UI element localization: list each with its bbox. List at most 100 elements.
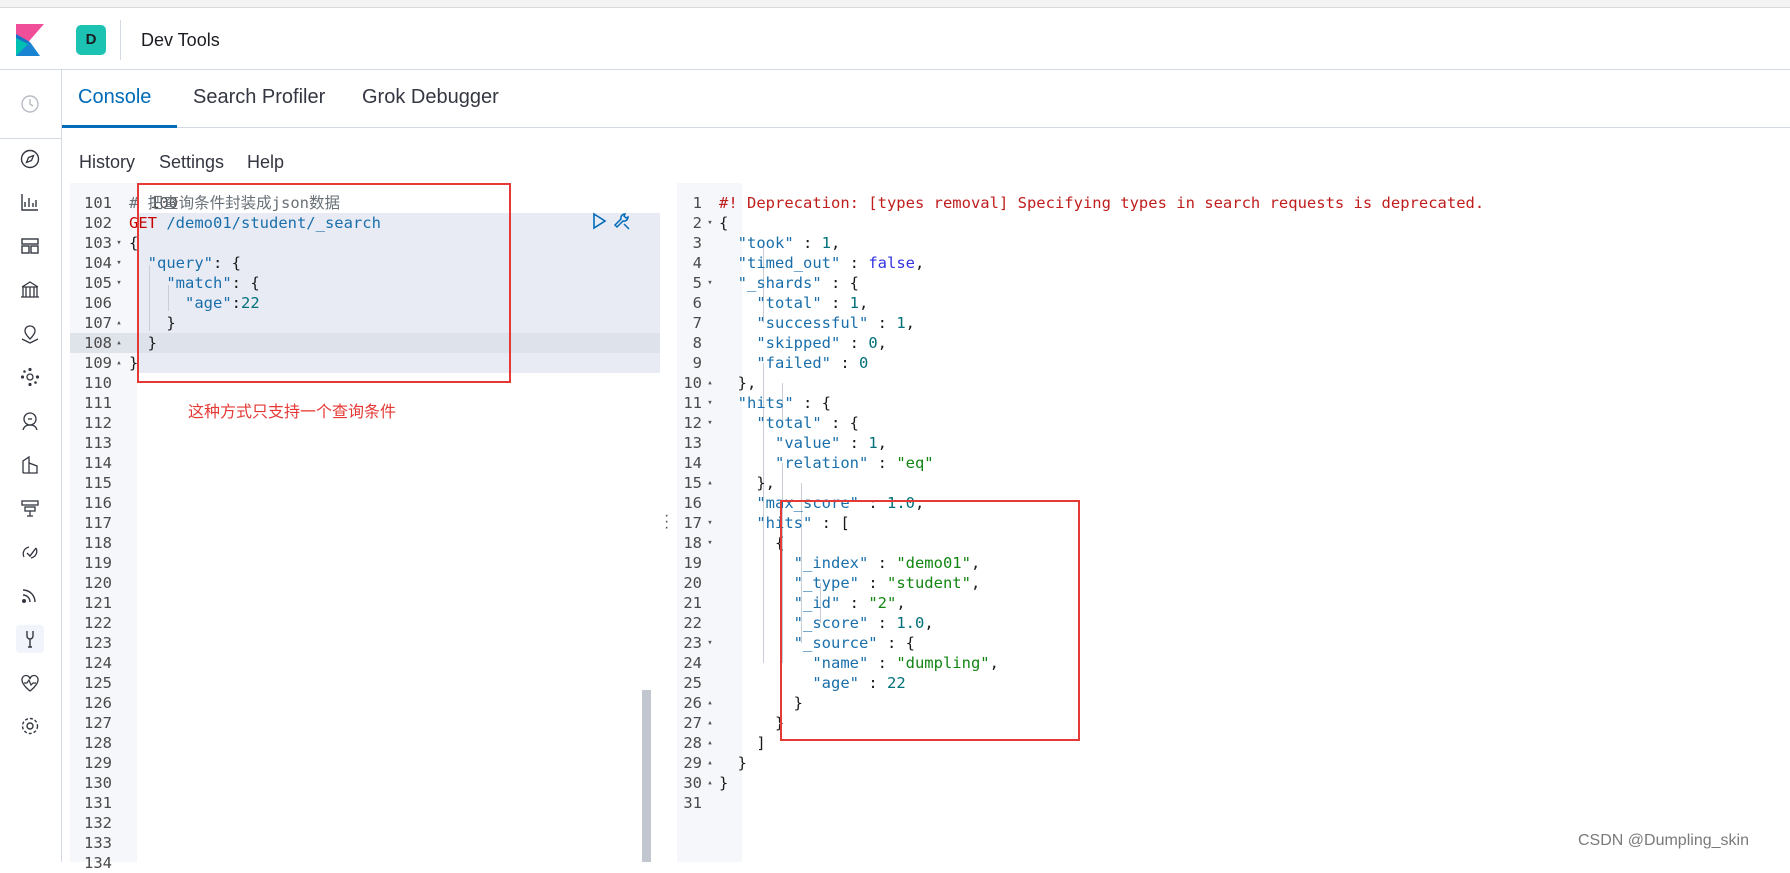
- line-number: 17: [683, 514, 702, 532]
- fold-open-icon[interactable]: ▾: [116, 238, 122, 248]
- fold-open-icon[interactable]: ▾: [116, 278, 122, 288]
- fold-open-icon[interactable]: ▾: [707, 518, 713, 528]
- code-token: ,: [905, 314, 915, 332]
- line-number: 30: [683, 774, 702, 792]
- line-number: 112: [84, 414, 112, 432]
- code-line: 31: [677, 793, 1790, 813]
- menu-history[interactable]: History: [79, 152, 136, 172]
- kibana-logo-icon[interactable]: [16, 24, 44, 56]
- code-line: 28▴ ]: [677, 733, 1790, 753]
- code-token: 0: [858, 354, 869, 372]
- code-line: 133: [70, 833, 660, 853]
- clock-icon[interactable]: [16, 90, 44, 118]
- code-line: 112: [70, 413, 660, 433]
- code-token: :: [868, 454, 897, 472]
- compass-icon[interactable]: [16, 145, 44, 173]
- fold-close-icon[interactable]: ▴: [116, 358, 122, 368]
- ml-icon[interactable]: [16, 363, 44, 391]
- fold-open-icon[interactable]: ▾: [707, 278, 713, 288]
- fold-open-icon[interactable]: ▾: [707, 638, 713, 648]
- code-token: ,: [915, 254, 925, 272]
- code-token: ,: [896, 594, 906, 612]
- watermark: CSDN @Dumpling_skin: [1578, 832, 1749, 849]
- fold-close-icon[interactable]: ▴: [707, 738, 713, 748]
- wrench-icon[interactable]: [612, 212, 632, 232]
- menu-help[interactable]: Help: [247, 152, 285, 172]
- code-line: 105▾ "match": {: [70, 273, 660, 293]
- fold-close-icon[interactable]: ▴: [707, 478, 713, 488]
- metrics-icon[interactable]: [16, 407, 44, 435]
- code-line: 128: [70, 733, 660, 753]
- fold-open-icon[interactable]: ▾: [707, 538, 713, 548]
- fold-open-icon[interactable]: ▾: [707, 398, 713, 408]
- code-line: 18▾ {: [677, 533, 1790, 553]
- code-text: }: [719, 693, 803, 713]
- code-text: "_score" : 1.0,: [719, 613, 934, 633]
- code-token: "_score": [719, 614, 869, 632]
- code-text: {: [129, 233, 138, 253]
- visualize-icon[interactable]: [16, 188, 44, 216]
- dashboard-icon[interactable]: [16, 232, 44, 260]
- pane-resizer[interactable]: ···: [660, 183, 677, 862]
- code-line: 107▴ }: [70, 313, 660, 333]
- monitoring-icon[interactable]: [16, 669, 44, 697]
- active-tab-indicator: [62, 125, 177, 128]
- code-line: 22 "_score" : 1.0,: [677, 613, 1790, 633]
- line-number: 26: [683, 694, 702, 712]
- apm-icon[interactable]: [16, 494, 44, 522]
- code-token: /demo01/student/_search: [157, 214, 381, 232]
- logs-icon[interactable]: [16, 451, 44, 479]
- line-number: 127: [84, 714, 112, 732]
- code-text: {: [719, 533, 784, 553]
- tab-console[interactable]: Console: [78, 86, 152, 108]
- request-scrollbar[interactable]: [642, 690, 651, 862]
- code-text: "timed_out" : false,: [719, 253, 925, 273]
- fold-open-icon[interactable]: ▾: [116, 258, 122, 268]
- line-number: 1: [692, 194, 702, 212]
- console-menu: History Settings Help: [62, 128, 1790, 183]
- fold-open-icon[interactable]: ▾: [707, 418, 713, 428]
- fold-close-icon[interactable]: ▴: [707, 778, 713, 788]
- menu-settings[interactable]: Settings: [159, 152, 225, 172]
- maps-icon[interactable]: [16, 320, 44, 348]
- fold-open-icon[interactable]: ▾: [707, 218, 713, 228]
- response-viewer[interactable]: 1#! Deprecation: [types removal] Specify…: [677, 183, 1790, 862]
- uptime-icon[interactable]: [16, 538, 44, 566]
- fold-close-icon[interactable]: ▴: [707, 378, 713, 388]
- siem-icon[interactable]: [16, 581, 44, 609]
- fold-close-icon[interactable]: ▴: [707, 718, 713, 728]
- code-text: "value" : 1,: [719, 433, 887, 453]
- play-icon[interactable]: [590, 212, 608, 230]
- devtools-icon[interactable]: [16, 625, 44, 653]
- code-token: "took": [719, 234, 794, 252]
- fold-close-icon[interactable]: ▴: [116, 338, 122, 348]
- code-token: : {: [821, 414, 859, 432]
- code-text: }: [129, 333, 157, 353]
- canvas-icon[interactable]: [16, 276, 44, 304]
- code-line: 106 "age":22: [70, 293, 660, 313]
- fold-close-icon[interactable]: ▴: [707, 758, 713, 768]
- line-number: 131: [84, 794, 112, 812]
- code-token: "match": [129, 274, 232, 292]
- code-line: 110: [70, 373, 660, 393]
- code-text: }: [129, 353, 138, 373]
- code-line: 108▴ }: [70, 333, 660, 353]
- indent-guide: [168, 285, 169, 311]
- code-line: 115: [70, 473, 660, 493]
- code-text: "_type" : "student",: [719, 573, 981, 593]
- code-line: 9 "failed" : 0: [677, 353, 1790, 373]
- fold-close-icon[interactable]: ▴: [116, 318, 122, 328]
- line-number: 105: [84, 274, 112, 292]
- line-number: 116: [84, 494, 112, 512]
- tab-grok-debugger[interactable]: Grok Debugger: [362, 86, 499, 108]
- code-text: "hits" : {: [719, 393, 831, 413]
- line-number: 109: [84, 354, 112, 372]
- code-line: 129: [70, 753, 660, 773]
- tab-search-profiler[interactable]: Search Profiler: [193, 86, 326, 108]
- browser-chrome-strip: [0, 0, 1790, 8]
- space-avatar[interactable]: D: [76, 25, 106, 55]
- fold-close-icon[interactable]: ▴: [707, 698, 713, 708]
- gear-icon[interactable]: [16, 712, 44, 740]
